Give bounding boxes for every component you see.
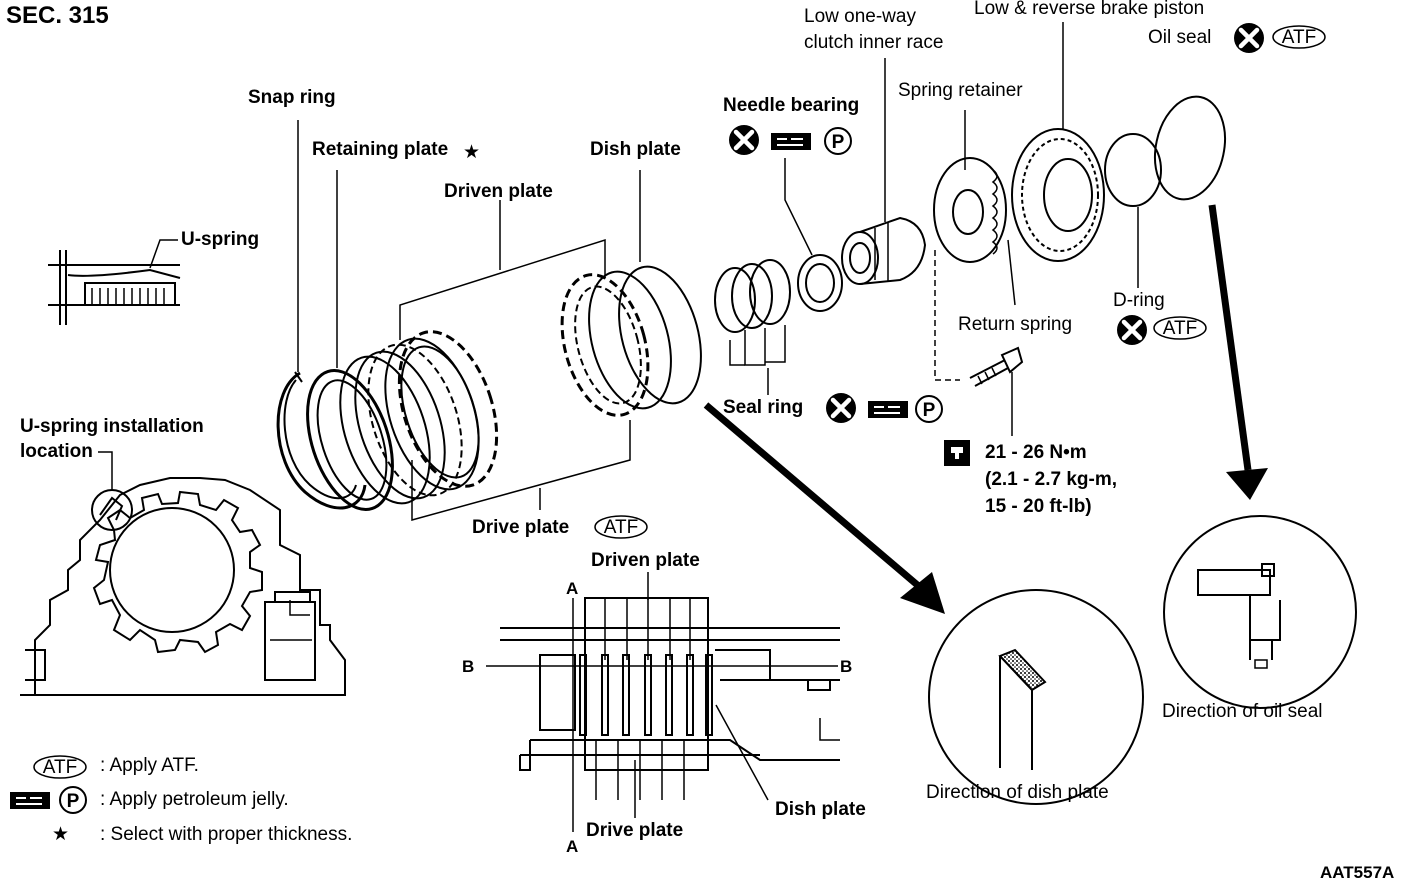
one-way-clutch-inner-race xyxy=(841,216,927,285)
section-a-bottom: A xyxy=(566,837,578,856)
replace-x-icon xyxy=(1117,315,1147,345)
oil-seal-label: Oil seal xyxy=(1148,27,1211,48)
u-spring-location-view: U-spring installation location xyxy=(20,416,346,696)
svg-text:P: P xyxy=(923,400,936,421)
dish-direction-label: Direction of dish plate xyxy=(926,782,1109,803)
spring-retainer-label: Spring retainer xyxy=(898,80,1023,101)
section-a-top: A xyxy=(566,579,578,598)
replace-x-icon xyxy=(729,125,759,155)
seal-rings xyxy=(714,259,791,366)
drive-plate-label: Drive plate xyxy=(472,517,569,538)
oil-seal-detail xyxy=(1163,515,1357,709)
svg-text:P: P xyxy=(832,132,845,153)
legend-atf-text: : Apply ATF. xyxy=(100,755,199,776)
svg-text:ATF: ATF xyxy=(1163,318,1197,339)
legend-star-text: : Select with proper thickness. xyxy=(100,824,352,845)
petroleum-jelly-icon xyxy=(770,132,812,151)
snap-ring xyxy=(276,371,367,510)
torque-line-1: 21 - 26 N•m xyxy=(985,442,1087,463)
u-spring-label: U-spring xyxy=(181,229,259,250)
d-ring xyxy=(1104,133,1162,207)
oil-direction-label: Direction of oil seal xyxy=(1162,701,1323,722)
plate-stack xyxy=(339,330,499,505)
atf-badge-icon: ATF xyxy=(1272,25,1326,49)
section-drive-label: Drive plate xyxy=(586,820,683,841)
legend-jelly-text: : Apply petroleum jelly. xyxy=(100,789,289,810)
dish-plate-detail xyxy=(928,589,1144,805)
svg-text:ATF: ATF xyxy=(1282,27,1316,48)
torque-wrench-icon xyxy=(944,440,970,466)
petroleum-jelly-icon xyxy=(9,791,51,810)
star-icon: ★ xyxy=(463,141,480,163)
section-driven-label: Driven plate xyxy=(591,550,700,571)
needle-bearing xyxy=(797,254,843,312)
petroleum-jelly-icon xyxy=(867,400,909,419)
bolt xyxy=(969,346,1024,387)
p-circle-icon: P xyxy=(915,395,943,423)
needle-bearing-label: Needle bearing xyxy=(723,95,859,116)
u-spring-inset: U-spring xyxy=(48,229,259,325)
section-b-left: B xyxy=(462,657,474,676)
low-one-way-label-2: clutch inner race xyxy=(804,32,943,53)
d-ring-label: D-ring xyxy=(1113,290,1165,311)
brake-piston xyxy=(1011,128,1105,262)
arrow-to-oil-seal-detail xyxy=(1208,204,1268,500)
retaining-plate xyxy=(306,369,394,511)
cross-section-view: Driven plate A A B B Dish plate Drive pl… xyxy=(462,550,866,856)
p-circle-icon: P xyxy=(824,127,852,155)
clutch-pack xyxy=(276,200,702,521)
return-spring-label: Return spring xyxy=(958,314,1072,335)
dish-plate-label: Dish plate xyxy=(590,139,681,160)
snap-ring-label: Snap ring xyxy=(248,87,336,108)
u-spring-location-label-2: location xyxy=(20,441,93,462)
retaining-plate-label: Retaining plate xyxy=(312,139,448,160)
torque-line-3: 15 - 20 ft-lb) xyxy=(985,496,1092,517)
svg-text:ATF: ATF xyxy=(43,757,77,778)
svg-text:ATF: ATF xyxy=(604,517,638,538)
svg-text:P: P xyxy=(67,791,80,812)
oil-seal xyxy=(1154,95,1226,201)
dish-plate-group xyxy=(560,265,702,417)
seal-ring-label: Seal ring xyxy=(723,397,803,418)
p-circle-icon: P xyxy=(59,786,87,814)
legend: ATF : Apply ATF. P : Apply petroleum jel… xyxy=(9,755,352,845)
spring-retainer xyxy=(933,157,1007,263)
atf-badge-icon: ATF xyxy=(33,755,87,779)
replace-x-icon xyxy=(1234,23,1264,53)
section-number: SEC. 315 xyxy=(6,2,109,29)
section-b-right: B xyxy=(840,657,852,676)
brake-piston-label: Low & reverse brake piston xyxy=(974,0,1204,19)
low-one-way-label-1: Low one-way xyxy=(804,6,916,27)
torque-line-2: (2.1 - 2.7 kg-m, xyxy=(985,469,1117,490)
driven-plate-label: Driven plate xyxy=(444,181,553,202)
u-spring-location-label-1: U-spring installation xyxy=(20,416,204,437)
atf-badge-icon: ATF xyxy=(1153,316,1207,340)
arrow-to-dish-detail xyxy=(703,402,945,614)
figure-id: AAT557A xyxy=(1320,863,1394,882)
atf-badge-icon: ATF xyxy=(594,515,648,539)
replace-x-icon xyxy=(826,393,856,423)
section-dish-label: Dish plate xyxy=(775,799,866,820)
star-icon: ★ xyxy=(52,823,69,845)
